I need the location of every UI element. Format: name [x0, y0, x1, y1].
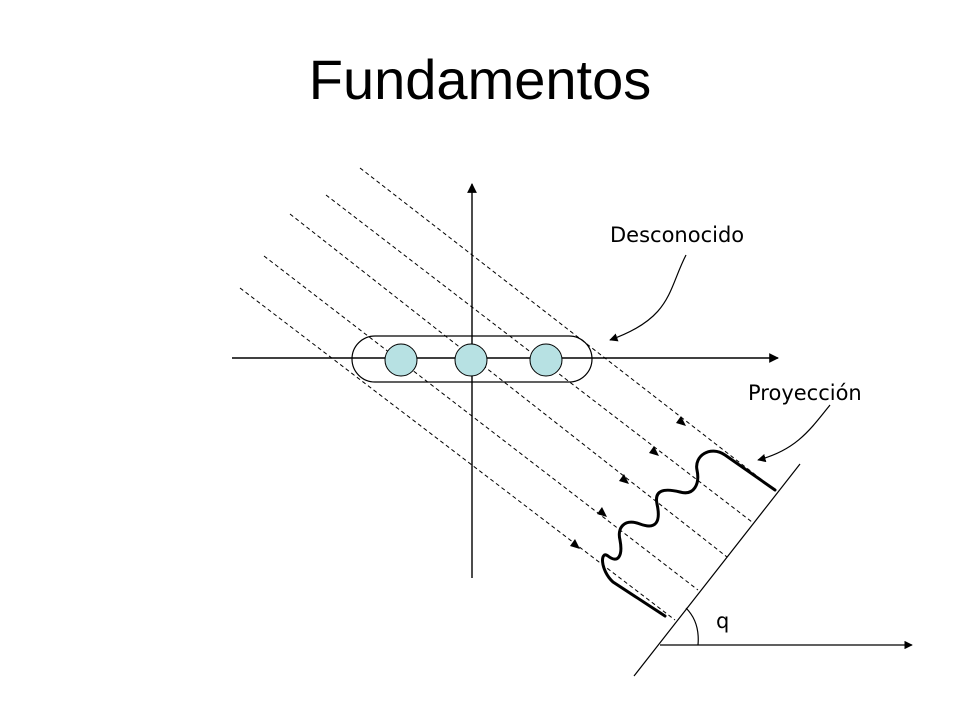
projection-leader	[757, 404, 831, 463]
object-circle-left	[384, 343, 418, 377]
ray-3	[289, 213, 728, 558]
unknown-leader	[609, 254, 687, 342]
projection-label: Proyección	[748, 381, 862, 405]
detector-line	[633, 463, 801, 677]
ray-arrowheads	[570, 416, 686, 549]
angle-arc	[685, 607, 699, 646]
ray-5	[239, 287, 676, 621]
object-capsule	[351, 335, 593, 383]
angle-label: q	[716, 609, 729, 633]
ray-arrow-3	[619, 474, 629, 484]
ray-arrow-2	[649, 446, 659, 456]
object-circle-right	[529, 343, 563, 377]
ray-arrow-5	[570, 539, 580, 549]
ray-arrow-1	[676, 416, 686, 426]
ray-arrow-4	[597, 507, 607, 517]
projection-profile	[601, 449, 777, 618]
ray-4	[263, 255, 699, 591]
slide-title: Fundamentos	[308, 48, 652, 111]
object-circle-center	[454, 343, 488, 377]
ray-1	[359, 167, 776, 491]
unknown-label: Desconocido	[610, 223, 744, 247]
